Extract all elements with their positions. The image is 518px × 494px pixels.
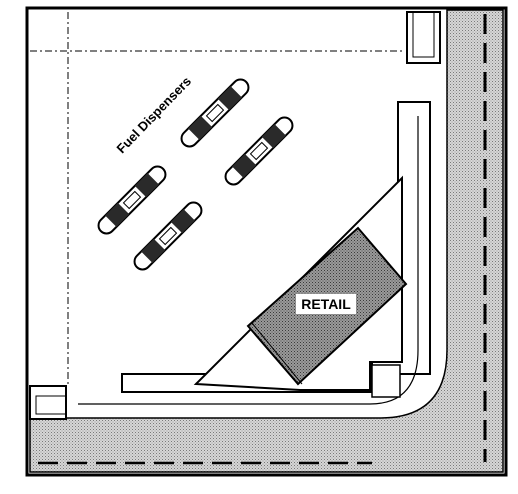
- retail-divider: [251, 322, 303, 385]
- corner-structure-top-right-inner: [412, 11, 435, 58]
- fuel-dispenser-4: [133, 201, 203, 271]
- fuel-dispenser-1: [180, 78, 250, 148]
- curb-step: [371, 364, 401, 398]
- retail-label-bg: [296, 294, 356, 314]
- retail-label: RETAIL: [301, 296, 351, 312]
- corner-structure-top-right: [406, 11, 441, 64]
- corner-structure-bottom-left-inner: [35, 395, 67, 415]
- curb-line: [78, 116, 419, 405]
- fuel-dispenser-3: [97, 165, 167, 235]
- fuel-dispenser-2: [224, 116, 294, 186]
- road-pavement: [29, 9, 504, 473]
